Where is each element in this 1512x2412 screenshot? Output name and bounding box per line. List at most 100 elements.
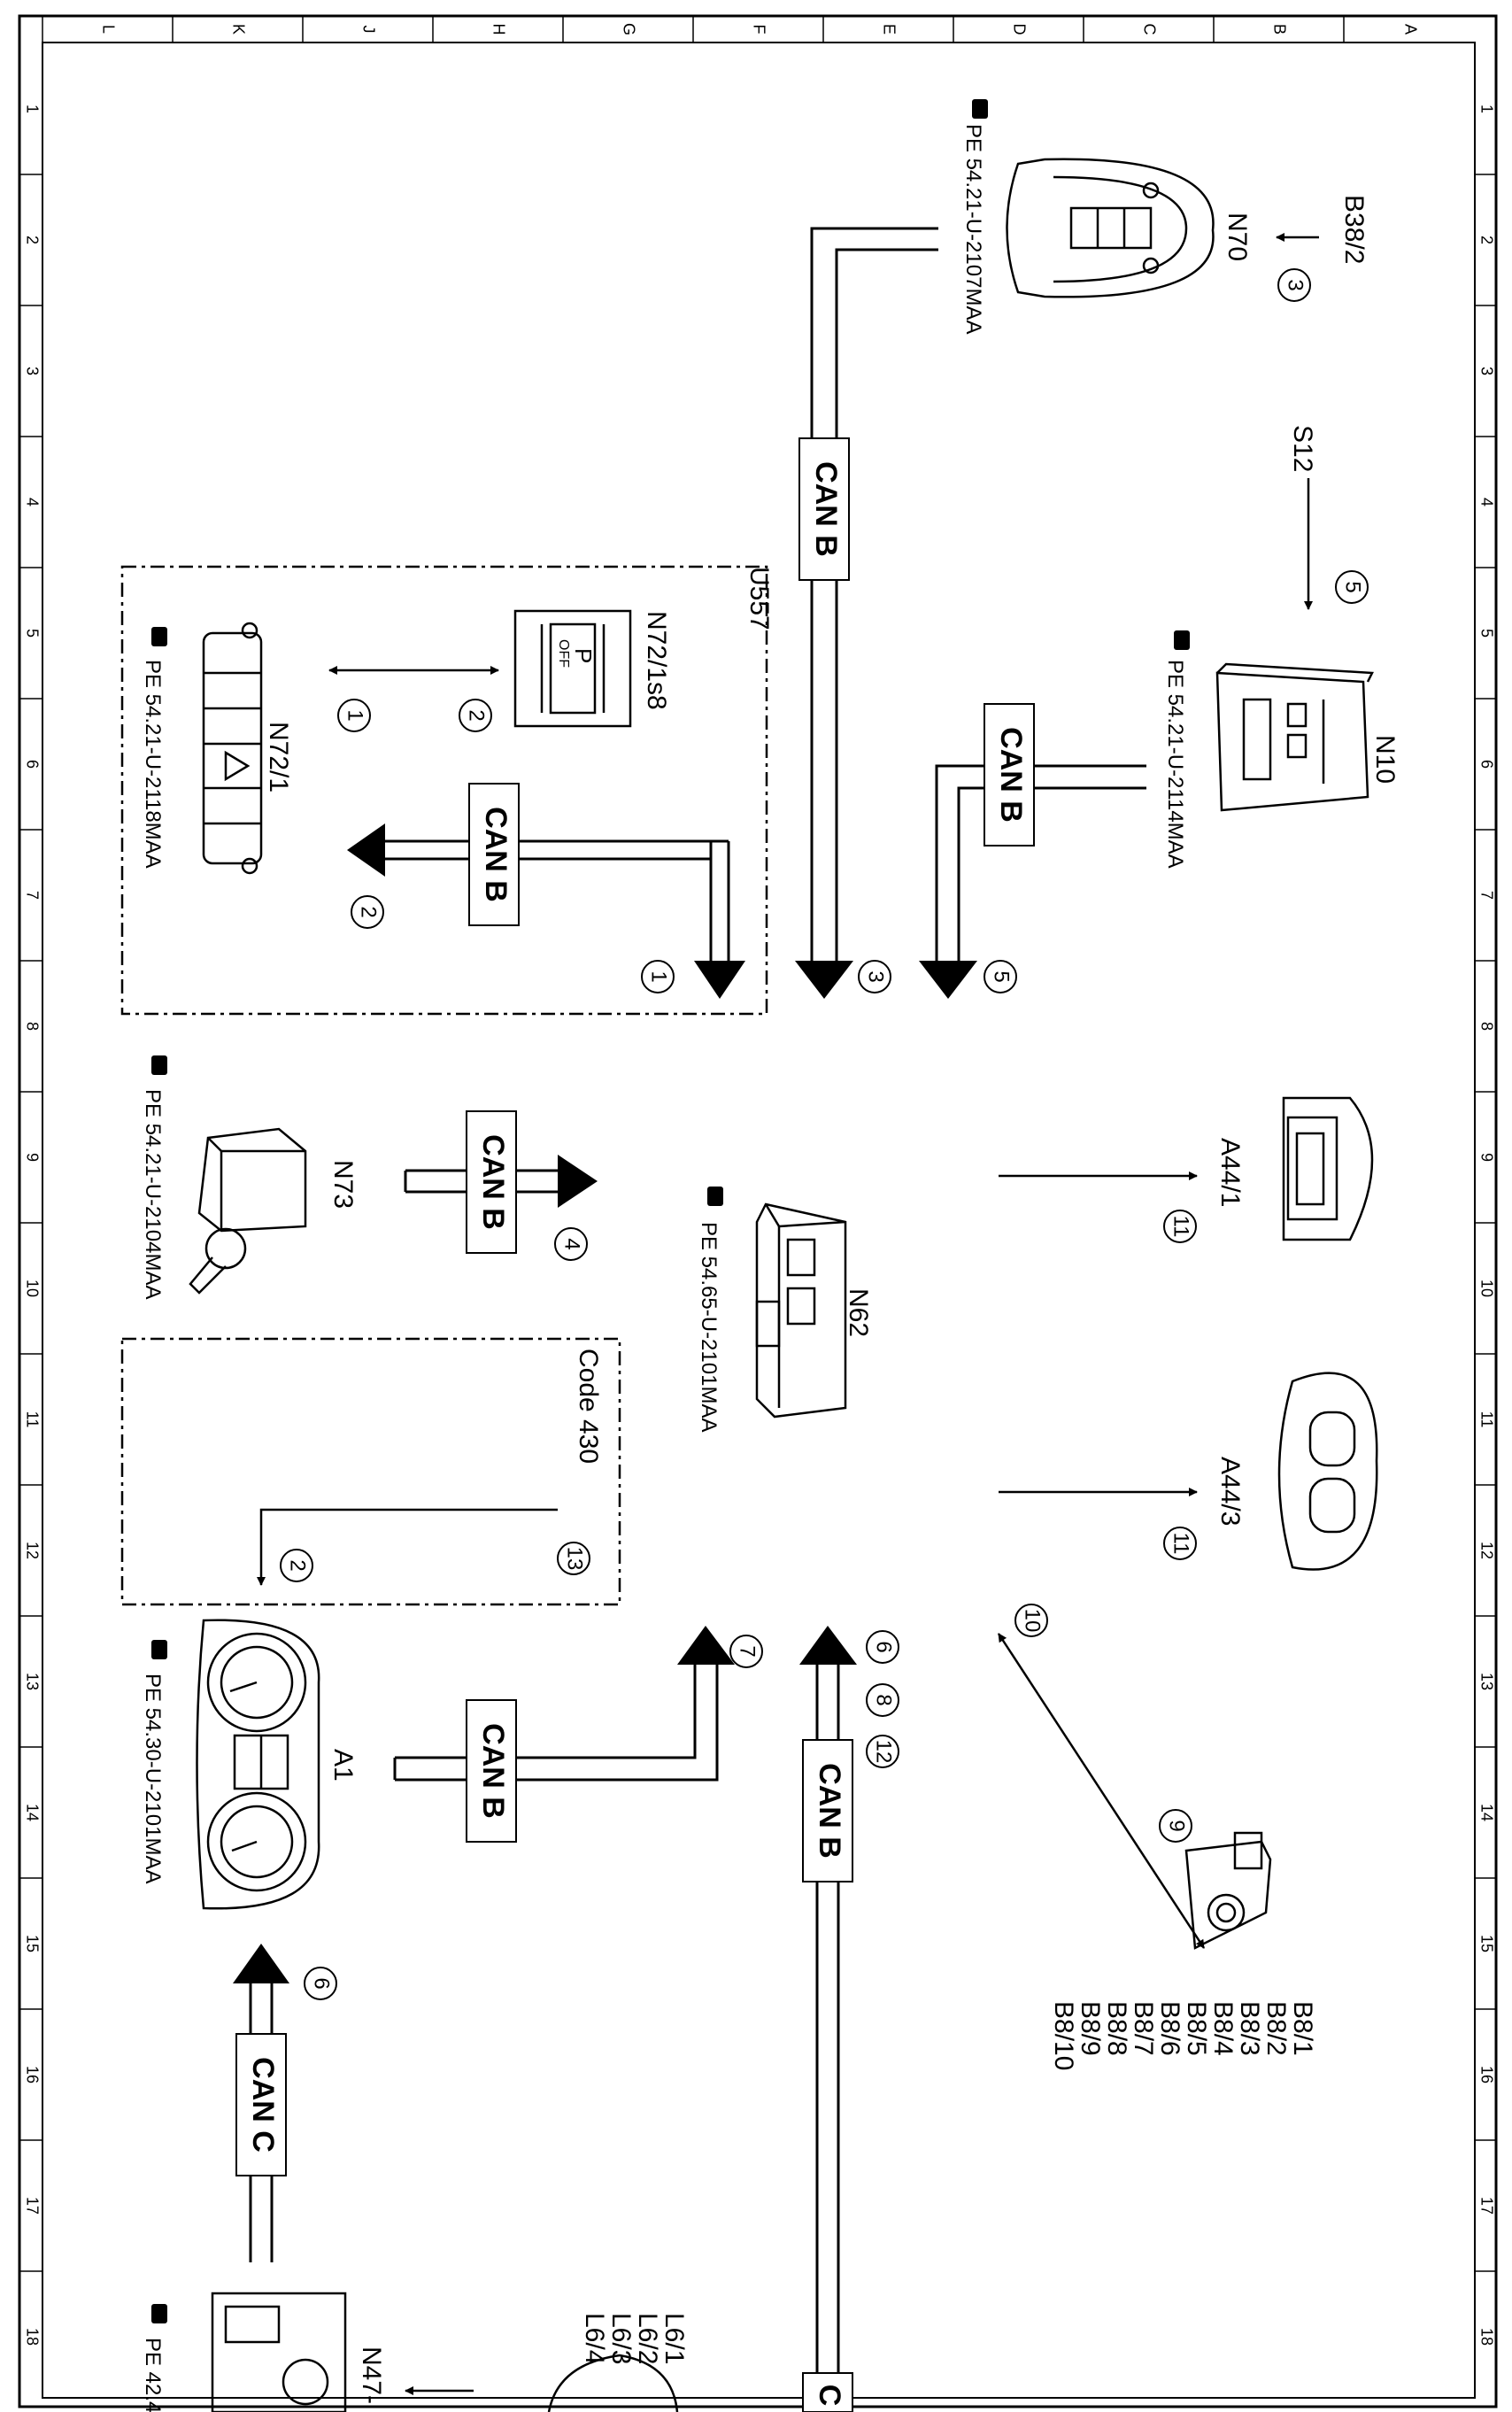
marker-text: 5 (990, 970, 1014, 982)
can-b-line-n10-inner (957, 786, 1146, 965)
col-label: L (99, 25, 117, 34)
label-a44-3: A44/3 (1215, 1457, 1245, 1526)
can-label: CAN B (479, 807, 513, 902)
label-n47: N47- (357, 2346, 386, 2404)
label-n72-1s8: N72/1s8 (642, 611, 671, 710)
pe-ref-n73: PE 54.21-U-2104MAA (141, 1089, 165, 1299)
row-label-left: 16 (23, 2066, 41, 2083)
bus-arrowheads (233, 823, 977, 1983)
marker-circle (1163, 1210, 1197, 1243)
component-labels: B38/2 N70 S12 N10 U557 N72/1s8 N72/1 N73… (264, 195, 1400, 2404)
b8-sensor-icon (1184, 1831, 1272, 1950)
row-label-left: 11 (23, 1411, 41, 1428)
col-label: G (620, 23, 637, 35)
label-a1: A1 (328, 1749, 358, 1782)
can-bus-labels: CAN B CAN B CAN B CAN B CAN B CAN B CAN … (235, 437, 1035, 2412)
can-label: C (813, 2385, 846, 2407)
row-label-left: 7 (23, 891, 41, 900)
col-label: E (880, 24, 898, 35)
row-label-left: 18 (23, 2328, 41, 2346)
marker-circle (1277, 268, 1311, 302)
label-l6-item: L6/4 (580, 2313, 609, 2364)
marker-circle (866, 1683, 899, 1717)
can-b-line-n10 (935, 764, 1146, 965)
col-label: A (1401, 24, 1419, 35)
arrowhead-down (795, 961, 853, 999)
label-code430: Code 430 (574, 1349, 603, 1464)
can-label-box (984, 703, 1035, 847)
arrowhead-up (799, 1626, 857, 1665)
row-label-left: 14 (23, 1804, 41, 1821)
hand-pointer-icon (151, 2304, 167, 2323)
switch-off-text: OFF (556, 639, 571, 668)
can-b-line-a1-b (395, 1665, 719, 1782)
marker-text: 11 (1169, 1216, 1193, 1238)
col-label: F (750, 25, 768, 35)
row-label-right: 3 (1477, 367, 1495, 375)
arrow-code430 (257, 1508, 558, 1586)
row-label-right: 5 (1477, 629, 1495, 638)
n10-module-icon (1215, 662, 1374, 812)
a44-3-display-icon (1277, 1372, 1378, 1571)
n62-control-unit-icon (755, 1202, 847, 1419)
label-b38-2: B38/2 (1339, 195, 1369, 264)
label-n72-1: N72/1 (264, 722, 293, 792)
marker-circle (729, 1635, 763, 1668)
n73-ignition-switch-icon (189, 1127, 307, 1295)
row-label-right: 7 (1477, 891, 1495, 900)
marker-circle (1335, 570, 1369, 604)
can-b-line-a1 (395, 1665, 697, 1759)
can-label-box (802, 1739, 853, 1882)
arrowhead-down (694, 961, 745, 999)
row-label-right: 10 (1477, 1279, 1495, 1297)
marker-text: 4 (560, 1238, 584, 1249)
row-label-right: 9 (1477, 1153, 1495, 1162)
row-label-left: 9 (23, 1153, 41, 1162)
number-markers: 3 5 2 1 2 1 3 5 4 11 11 2 13 10 7 6 8 (280, 268, 1369, 2000)
hand-pointer-icon (151, 627, 167, 646)
row-label-right: 12 (1477, 1542, 1495, 1559)
marker-text: 9 (1165, 1820, 1189, 1831)
marker-text: 3 (1284, 279, 1308, 290)
marker-text: 3 (864, 970, 888, 982)
row-label-left: 15 (23, 1935, 41, 1952)
can-b-line-n70-inner (835, 248, 938, 965)
marker-circle (557, 1542, 590, 1575)
col-label: H (490, 24, 507, 35)
row-label-left: 1 (23, 104, 41, 113)
label-n62: N62 (844, 1288, 873, 1337)
arrowhead-up (677, 1626, 735, 1665)
signal-arrows (257, 233, 1319, 2395)
pe-ref-n47: PE 42.45- (141, 2338, 165, 2412)
row-label-left: 2 (23, 236, 41, 244)
marker-text: 8 (872, 1694, 896, 1705)
label-s12: S12 (1288, 425, 1317, 472)
l6-label-list: L6/1 L6/2 L6/3 L6/4 (580, 2313, 689, 2364)
inner-frame (42, 42, 1476, 2399)
pe-ref-n70: PE 54.21-U-2107MAA (961, 124, 985, 334)
can-label: CAN C (246, 2057, 280, 2153)
switch-p-glyph: P (570, 648, 597, 663)
marker-circle (641, 960, 675, 993)
row-label-right: 17 (1477, 2197, 1495, 2215)
pe-ref-n10: PE 54.21-U-2114MAA (1163, 660, 1187, 869)
label-b8-item: B8/6 (1155, 2001, 1184, 2056)
marker-circle (1163, 1527, 1197, 1560)
label-b8-item: B8/7 (1129, 2001, 1158, 2056)
grid-column-labels: L K J H G F E D C B A (99, 23, 1419, 35)
label-n10: N10 (1370, 735, 1400, 784)
marker-circle (866, 1735, 899, 1768)
can-label-box (468, 783, 520, 926)
label-b8-item: B8/5 (1182, 2001, 1211, 2056)
n72-1-switch-panel-icon (202, 622, 263, 875)
row-label-right: 13 (1477, 1673, 1495, 1690)
marker-text: 1 (647, 970, 671, 982)
can-label: CAN B (813, 1763, 846, 1859)
row-label-left: 8 (23, 1022, 41, 1031)
marker-text: 7 (736, 1645, 760, 1657)
arrowhead-up (233, 1944, 289, 1983)
can-label-box (235, 2033, 287, 2176)
row-label-right: 8 (1477, 1022, 1495, 1031)
col-label: C (1140, 24, 1158, 35)
